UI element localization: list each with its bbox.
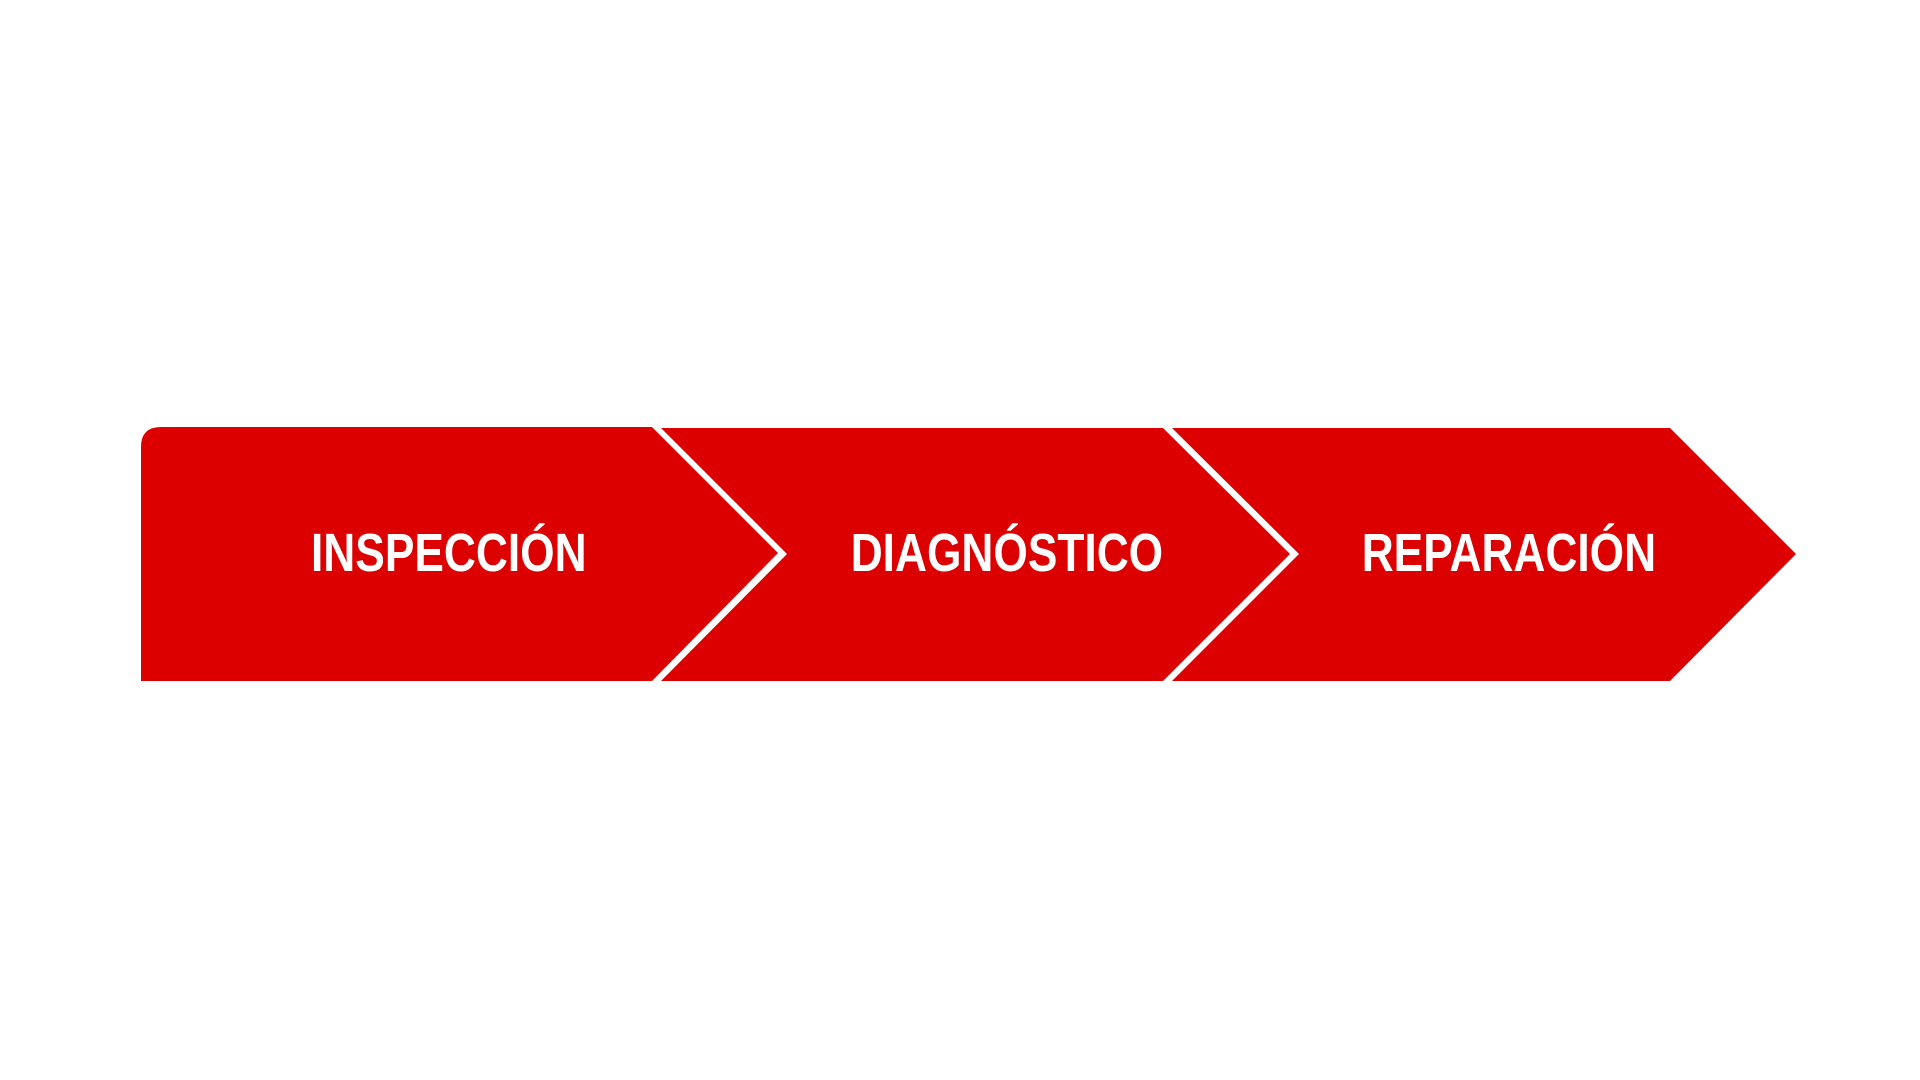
chevron-step-3 — [1172, 428, 1796, 681]
chevron-step-2 — [661, 428, 1290, 681]
step-label-diagnostico: DIAGNÓSTICO — [850, 523, 1164, 583]
step-label-reparacion: REPARACIÓN — [1361, 523, 1657, 583]
step-label-inspeccion: INSPECCIÓN — [311, 523, 587, 583]
chevron-step-1 — [141, 427, 778, 681]
